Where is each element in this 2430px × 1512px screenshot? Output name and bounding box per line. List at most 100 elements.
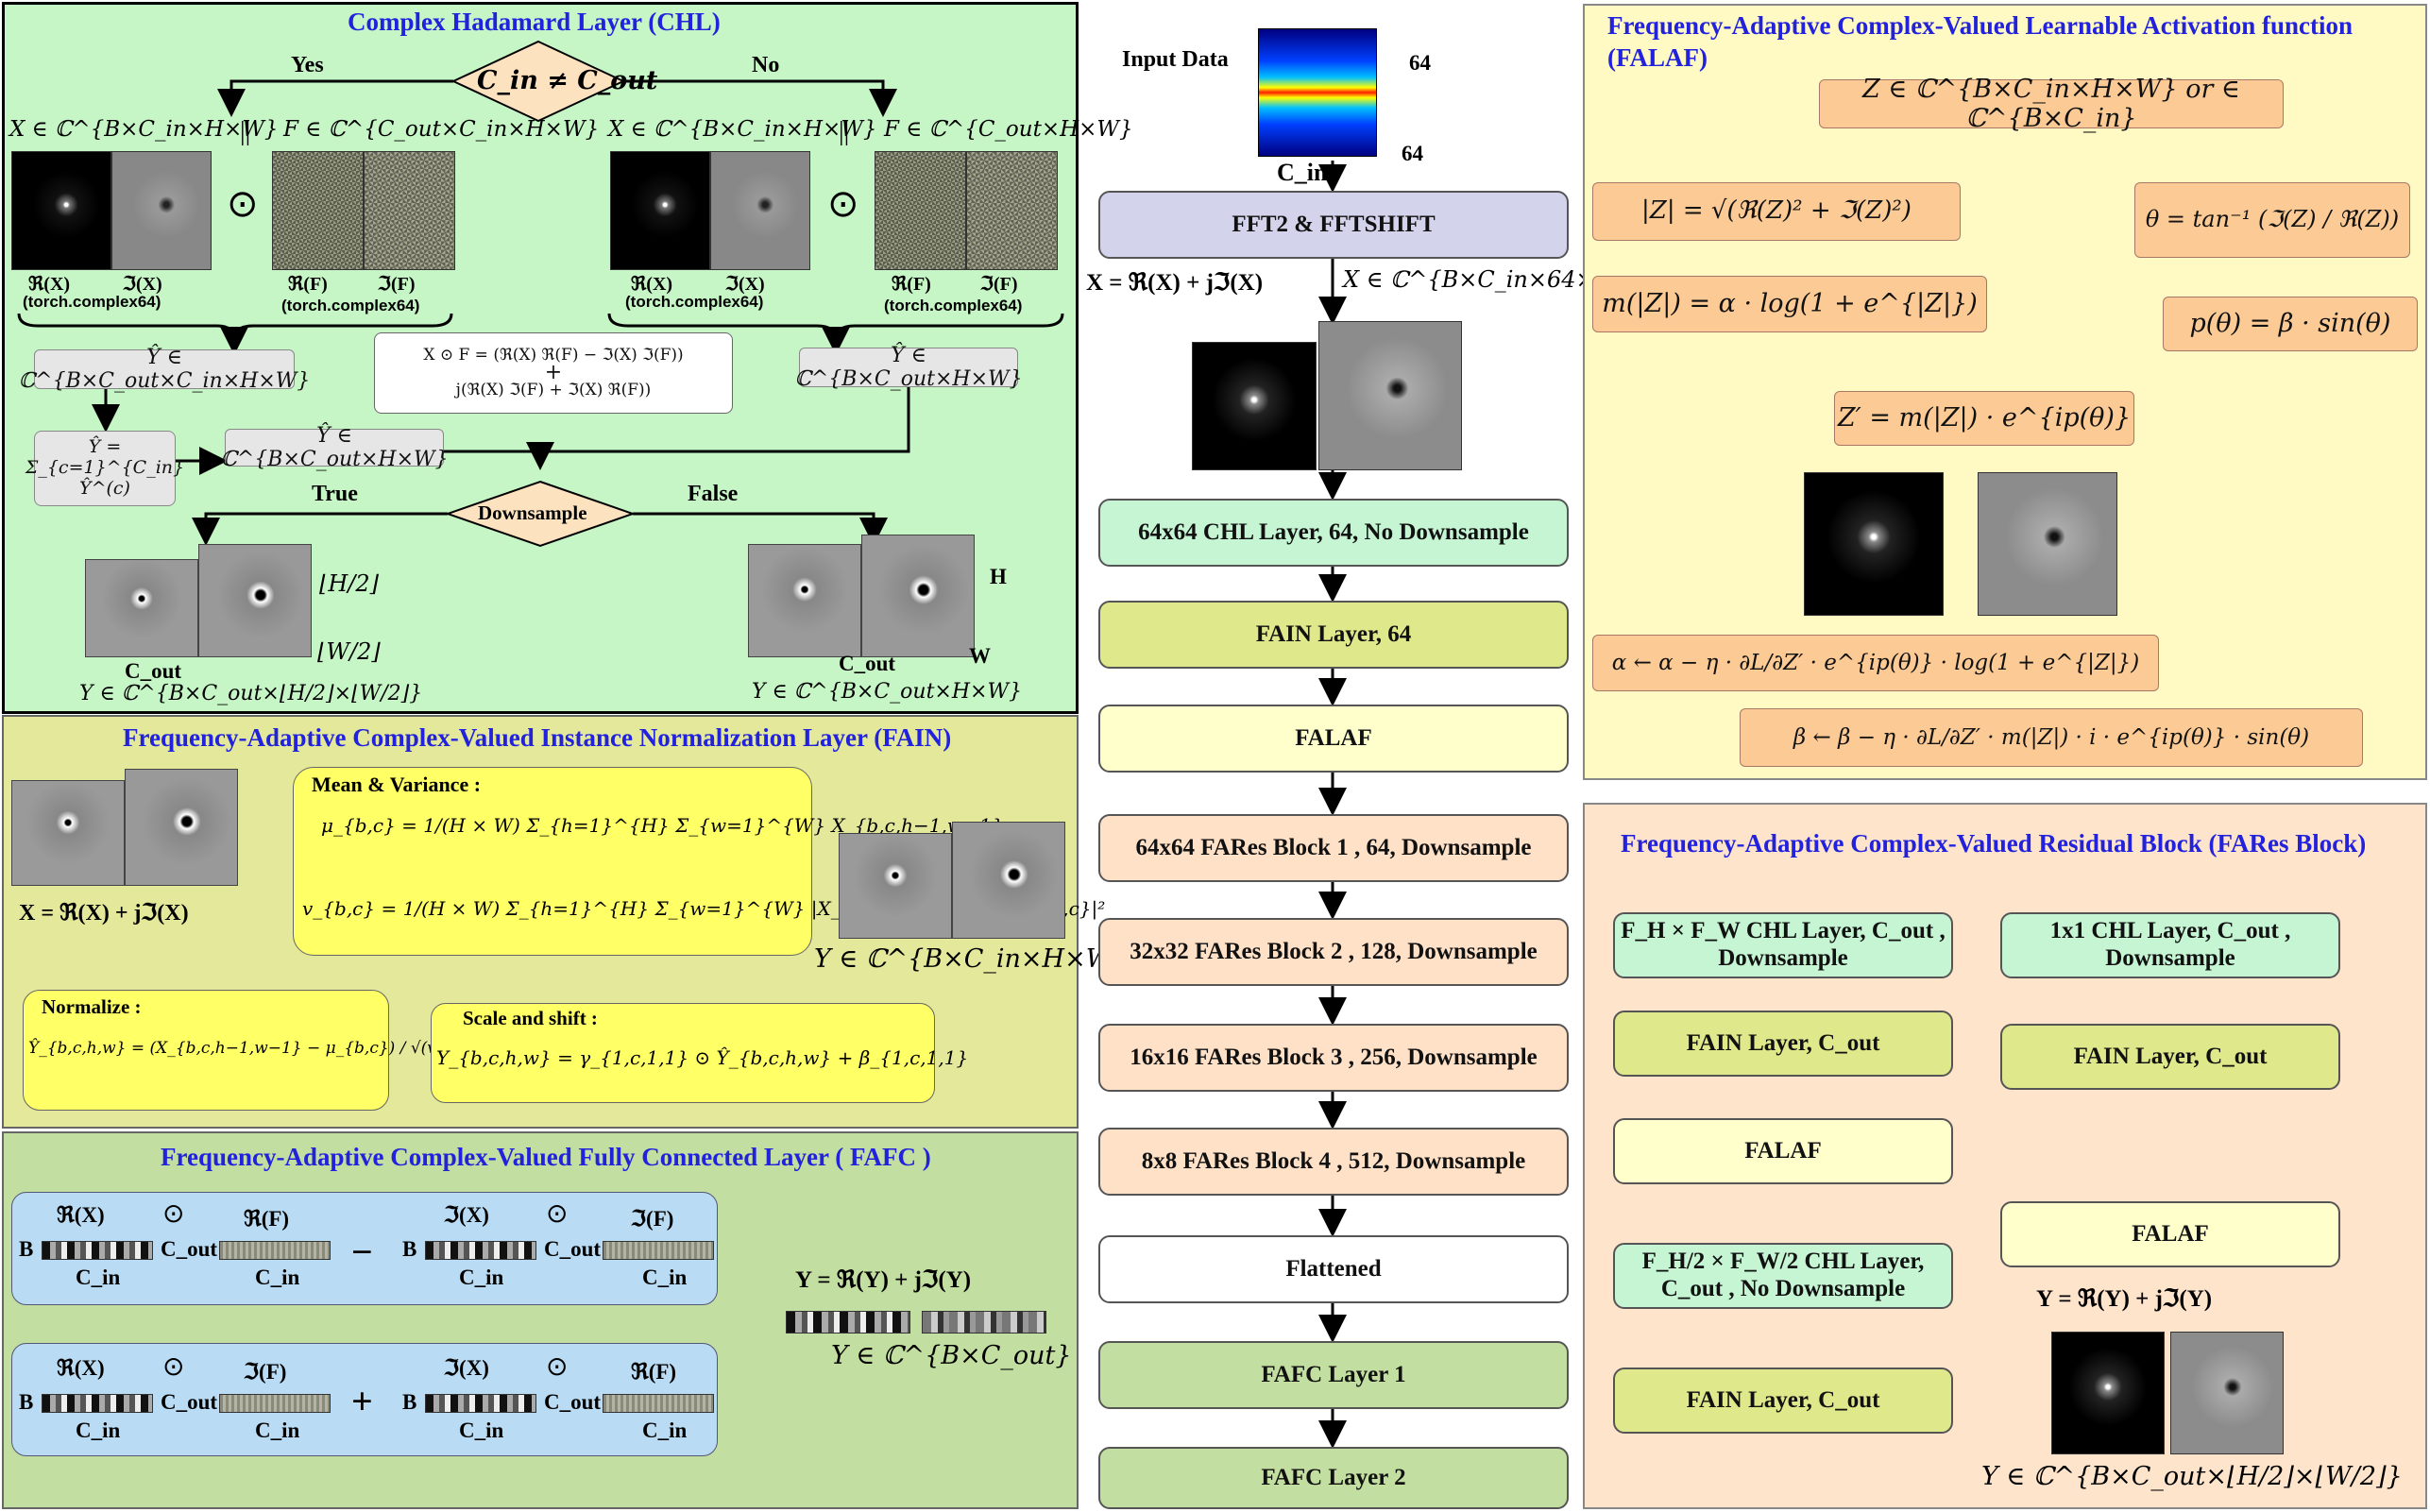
fafc-top-xbar1 [42,1241,153,1260]
fafc-top-cin1: C_in [76,1266,121,1289]
fafc-bot-d: ℜ(F) [631,1360,677,1384]
fain-out-cube-im [952,822,1065,939]
sum-formula: Ŷ = Σ_{c=1}^{C_in} Ŷ^(c) [25,431,184,506]
input-dim-1: 64 [1409,51,1431,75]
cout-left: C_out [125,659,182,683]
fares-left-chl-2: F_H/2 × F_W/2 CHL Layer, C_out , No Down… [1613,1243,1953,1309]
fares-out-cube-re [2051,1332,2165,1454]
input-dim-2: 64 [1402,142,1423,165]
out-cube-left-1 [85,559,198,657]
out-shape-right: Y ∈ ℂ^{B×C_out×H×W} [752,680,1023,704]
fafc-top-fbar2 [603,1241,714,1260]
cube-real-f-left [272,151,364,270]
normalize-box [23,990,389,1111]
fafc-top-B2: B [402,1237,417,1261]
fain-cube-re [11,780,125,886]
formula-plus: + [544,361,563,385]
im-f-label-right: ℑ(F) [980,274,1018,295]
step-fares-1: 64x64 FARes Block 1 , 64, Downsample [1098,814,1569,882]
fafc-top-B1: B [19,1237,34,1261]
fares-left-fain-2: FAIN Layer, C_out [1613,1368,1953,1434]
yes-label: Yes [291,53,324,77]
fares-out-shape: Y ∈ ℂ^{B×C_out×⌊H/2⌋×⌊W/2⌋} [1981,1462,2403,1491]
fafc-top-fbar1 [219,1241,331,1260]
im-x-label-right: ℑ(X) [725,274,765,295]
fain-cube-im [125,769,238,886]
fafc-bot-cout1: C_out [161,1390,218,1414]
y-sum: Ŷ ∈ ℂ^{B×C_out×H×W} [220,423,449,471]
fafc-top-cin2: C_in [255,1266,300,1289]
step-fft: FFT2 & FFTSHIFT [1098,191,1569,259]
falaf-beta-update: β ← β − η · ∂L/∂Z′ · m(|Z|) · i · e^{ip(… [1740,708,2363,767]
fafc-bot-dot1: ⊙ [162,1352,185,1382]
step-fain-64: FAIN Layer, 64 [1098,601,1569,669]
fafc-top-a: ℜ(X) [57,1203,105,1227]
scale-shift-formula: Y_{b,c,h,w} = γ_{1,c,1,1} ⊙ Ŷ_{b,c,h,w} … [436,1046,969,1069]
falaf-theta: θ = tan⁻¹ (ℑ(Z) / ℜ(Z)) [2134,182,2410,258]
fares-y-eq: Y = ℜ(Y) + jℑ(Y) [2036,1286,2213,1312]
mean-var-box [293,767,812,956]
fafc-title: Frequency-Adaptive Complex-Valued Fully … [161,1143,931,1171]
im-x-label-left: ℑ(X) [123,274,162,295]
fafc-y-bar-im [922,1311,1046,1334]
dtype-x-left: (torch.complex64) [23,293,161,311]
true-label: True [312,482,358,506]
fain-title: Frequency-Adaptive Complex-Valued Instan… [123,723,952,752]
fafc-top-xbar2 [425,1241,536,1260]
concat-left: || [240,117,251,146]
scale-shift-box [431,1003,935,1103]
cout-right: C_out [839,652,896,675]
cube-real-x-left [11,151,111,270]
false-label: False [688,482,739,506]
fafc-top-cout1: C_out [161,1237,218,1261]
out-cube-left-2 [198,544,312,657]
pipeline-cube-re [1192,342,1317,470]
decision-cin-cout: C_in ≠ C_out [477,66,658,95]
fafc-y-eq: Y = ℜ(Y) + jℑ(Y) [795,1267,972,1293]
normalize-formula: Ŷ_{b,c,h,w} = (X_{b,c,h−1,w−1} − μ_{b,c}… [28,1039,529,1058]
mean-var-title: Mean & Variance : [312,773,482,796]
fafc-bot-xbar2 [425,1394,536,1413]
fain-out-shape: Y ∈ ℂ^{B×C_in×H×W} [814,944,1129,974]
formula-line1: X ⊙ F = (ℜ(X) ℜ(F) − ℑ(X) ℑ(F)) [423,345,684,365]
fafc-top-cout2: C_out [544,1237,602,1261]
falaf-title-2: (FALAF) [1607,43,1708,72]
pipeline-cube-im [1318,321,1462,470]
f-shape-right: F ∈ ℂ^{C_out×H×W} [884,117,1133,142]
fafc-bot-xbar1 [42,1394,153,1413]
re-f-label-right: ℜ(F) [892,274,931,295]
dtype-f-left: (torch.complex64) [281,297,420,314]
falaf-m: m(|Z|) = α · log(1 + e^{|Z|}) [1592,276,1987,332]
falaf-cube-re [1804,472,1944,616]
out-shape-left: Y ∈ ℂ^{B×C_out×⌊H/2⌋×⌊W/2⌋} [79,682,423,705]
fafc-out-shape: Y ∈ ℂ^{B×C_out} [831,1341,1072,1370]
fafc-top-c: ℑ(X) [444,1203,489,1227]
w-half-label: ⌊W/2⌋ [317,638,381,665]
fafc-top-cin3: C_in [459,1266,504,1289]
step-fares-4: 8x8 FARes Block 4 , 512, Downsample [1098,1128,1569,1196]
dtype-f-right: (torch.complex64) [884,297,1023,314]
re-x-label-right: ℜ(X) [631,274,673,295]
pipeline-x-eq: X = ℜ(X) + jℑ(X) [1086,270,1264,296]
fafc-bot-op: + [351,1380,373,1422]
out-cube-right-2 [861,535,975,657]
step-falaf: FALAF [1098,705,1569,773]
fares-left-chl: F_H × F_W CHL Layer, C_out , Downsample [1613,912,1953,978]
fares-left-fain-1: FAIN Layer, C_out [1613,1011,1953,1077]
fafc-top-op: − [351,1231,373,1273]
fafc-bot-cin2: C_in [255,1419,300,1442]
step-fafc-2: FAFC Layer 2 [1098,1447,1569,1509]
scale-shift-title: Scale and shift : [463,1007,598,1029]
dtype-x-right: (torch.complex64) [625,293,764,311]
fafc-bot-cin3: C_in [459,1419,504,1442]
fain-out-cube-re [839,833,952,939]
step-fares-2: 32x32 FARes Block 2 , 128, Downsample [1098,918,1569,986]
f-shape-left: F ∈ ℂ^{C_out×C_in×H×W} [283,117,600,142]
step-flattened: Flattened [1098,1235,1569,1303]
input-data-label: Input Data [1122,47,1229,72]
fafc-y-bar-re [786,1311,910,1334]
falaf-z: Z ∈ ℂ^{B×C_in×H×W} or ∈ ℂ^{B×C_in} [1819,75,2284,133]
falaf-mag: |Z| = √(ℜ(Z)² + ℑ(Z)²) [1592,182,1961,241]
cube-imag-x-left [111,151,212,270]
w-label: W [969,644,991,668]
